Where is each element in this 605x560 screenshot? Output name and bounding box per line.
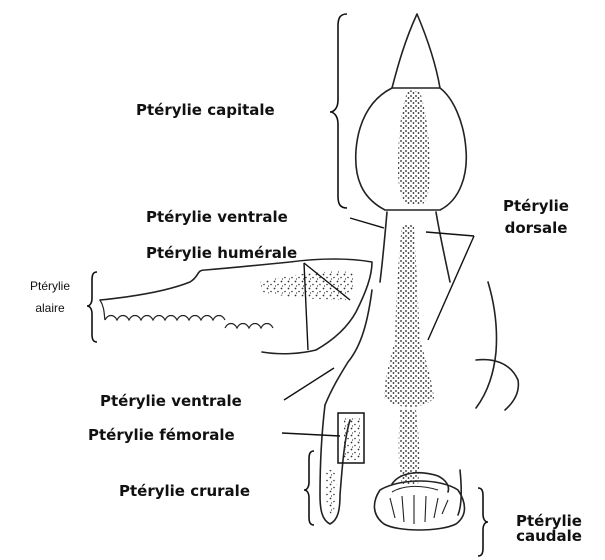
leader-ventrale-lower (284, 368, 334, 400)
label-alaire: Ptérylie alaire (12, 279, 88, 316)
lower-dorsal-tract (399, 410, 420, 484)
body-outline-right (476, 282, 497, 408)
leader-dorsale-a (426, 232, 474, 236)
beak-outline (392, 14, 440, 88)
body-outline-left (325, 290, 372, 405)
bracket-capitale (330, 14, 347, 208)
label-dorsale: Ptérylie dorsale (488, 197, 584, 237)
crural-tract (325, 470, 337, 516)
label-dorsale-line1: Ptérylie (488, 197, 584, 215)
tail-feathers (390, 486, 448, 524)
leader-femorale (282, 433, 340, 436)
neck-outline-right (436, 212, 450, 282)
leader-ventrale-upper (350, 218, 384, 228)
femoral-tract (344, 418, 360, 460)
capital-tract (398, 90, 430, 205)
label-crurale: Ptérylie crurale (119, 482, 250, 500)
dorsal-tract (384, 225, 434, 407)
label-femorale: Ptérylie fémorale (88, 426, 235, 444)
label-caudale-line2: caudale (505, 529, 593, 544)
label-ventrale-lower: Ptérylie ventrale (100, 392, 242, 410)
label-ventrale-upper: Ptérylie ventrale (146, 208, 288, 226)
neck-outline-left (380, 212, 387, 282)
bird-outline (100, 14, 518, 530)
bracket-caudale (478, 488, 488, 556)
label-humerale: Ptérylie humérale (146, 244, 297, 262)
label-alaire-line1: Ptérylie (12, 279, 88, 294)
wing-remiges (100, 300, 273, 328)
leader-lines (282, 218, 474, 436)
bracket-alaire (87, 272, 97, 342)
feather-tracts (260, 90, 434, 516)
tail-outline (374, 481, 464, 530)
label-dorsale-line2: dorsale (488, 219, 584, 237)
humeral-tract (260, 272, 354, 300)
leader-dorsale-b (428, 236, 474, 340)
label-caudale: Ptérylie caudale (505, 514, 593, 544)
label-alaire-line2: alaire (12, 301, 88, 316)
bracket-crurale (304, 451, 314, 525)
back-outline (476, 360, 518, 410)
label-capitale: Ptérylie capitale (136, 101, 275, 119)
